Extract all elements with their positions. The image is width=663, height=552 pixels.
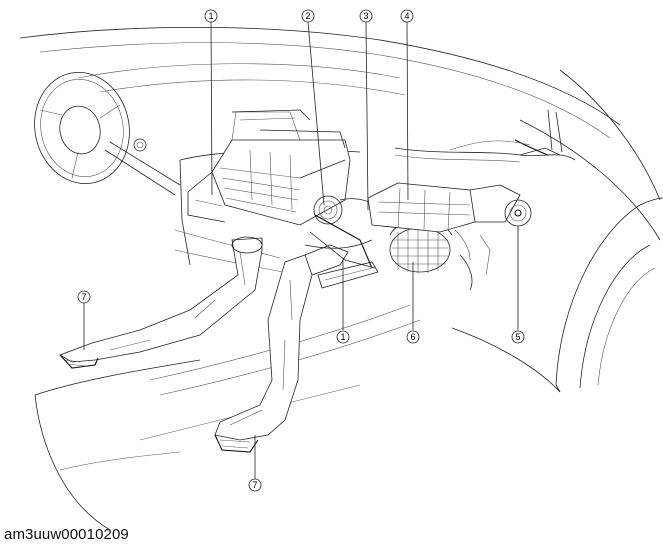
callout-7-left: 7 bbox=[77, 290, 91, 304]
rear-floor-duct-right bbox=[214, 244, 349, 453]
svg-text:1: 1 bbox=[208, 11, 213, 21]
callout-2: 2 bbox=[301, 9, 315, 23]
air-conditioner-unit bbox=[367, 109, 576, 233]
svg-text:5: 5 bbox=[515, 332, 520, 342]
callout-leaders bbox=[83, 21, 519, 479]
callout-1-bottom: 1 bbox=[336, 330, 350, 344]
svg-text:3: 3 bbox=[363, 11, 368, 21]
callout-6: 6 bbox=[406, 330, 420, 344]
heater-unit-assembly bbox=[187, 109, 351, 226]
vehicle-body-outline bbox=[19, 26, 663, 531]
callout-3: 3 bbox=[359, 9, 373, 23]
svg-text:6: 6 bbox=[410, 332, 415, 342]
steering-wheel bbox=[34, 71, 181, 196]
figure-id-code: am3uuw00010209 bbox=[4, 526, 129, 543]
callout-7-bottom: 7 bbox=[248, 478, 262, 492]
svg-text:1: 1 bbox=[340, 332, 345, 342]
svg-text:7: 7 bbox=[81, 292, 86, 302]
callout-1-top: 1 bbox=[204, 9, 218, 23]
svg-text:4: 4 bbox=[404, 11, 409, 21]
callout-4: 4 bbox=[400, 9, 414, 23]
rear-floor-duct-left bbox=[59, 236, 263, 369]
callout-5: 5 bbox=[511, 330, 525, 344]
engine-bay-details bbox=[449, 140, 531, 291]
floor-duct-center bbox=[317, 261, 379, 289]
svg-text:7: 7 bbox=[252, 480, 257, 490]
svg-text:2: 2 bbox=[305, 11, 310, 21]
